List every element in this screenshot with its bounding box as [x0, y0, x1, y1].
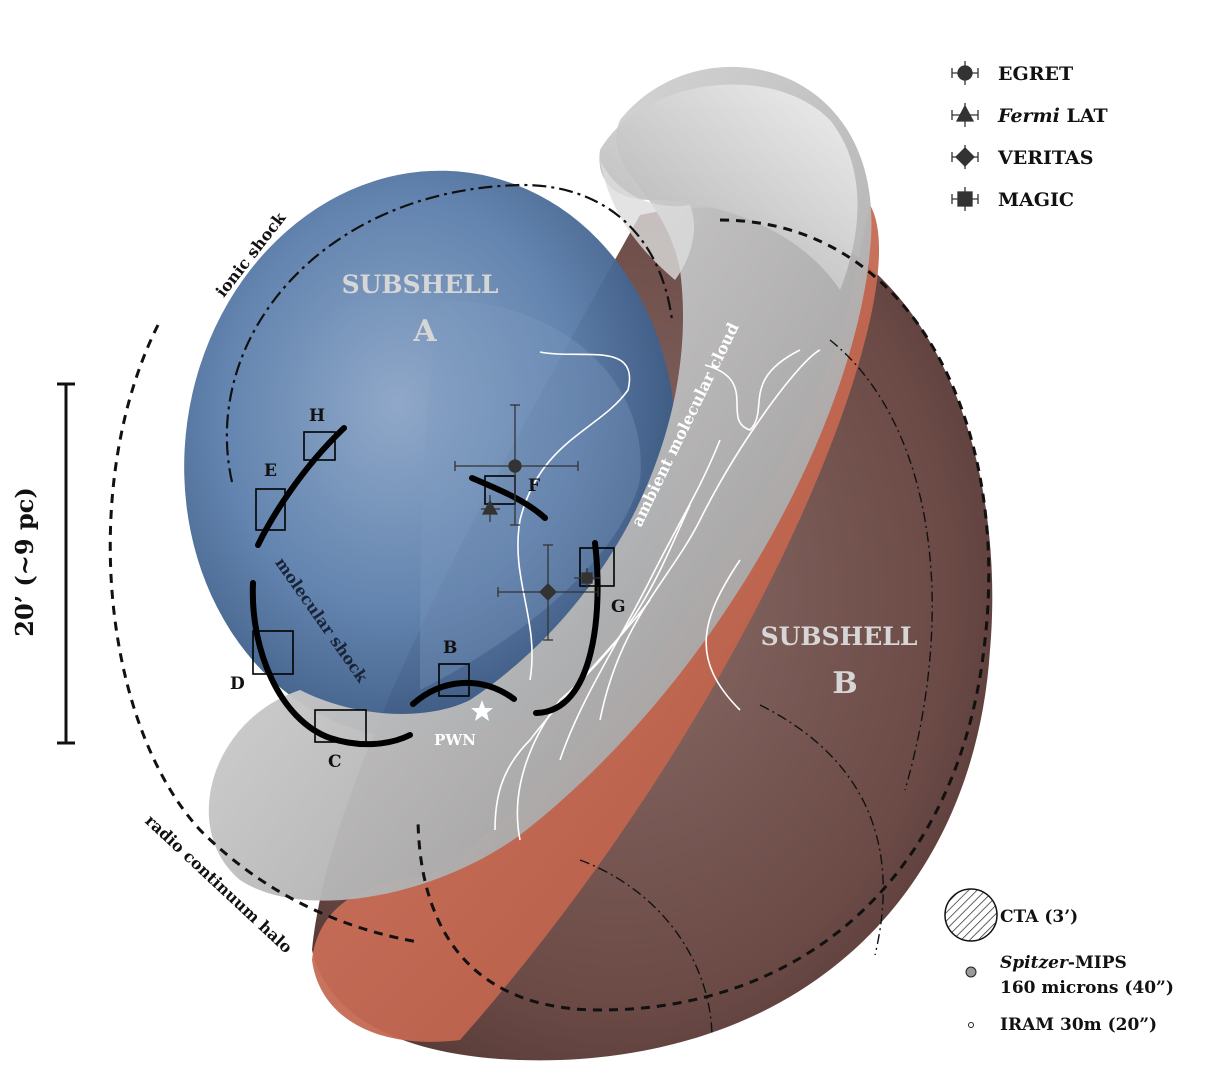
legend-label-fermi: Fermi LAT [997, 105, 1108, 127]
scale-bar-label: 20’ (~9 pc) [10, 487, 39, 636]
pwn-label: PWN [434, 731, 476, 749]
region-label-d: D [230, 674, 245, 694]
svg-text:SUBSHELL: SUBSHELL [761, 622, 918, 651]
legend-label-veritas: VERITAS [997, 147, 1093, 169]
iram-beam-icon [969, 1023, 974, 1028]
region-label-b: B [443, 638, 457, 658]
beam-legend: CTA (3’) Spitzer-MIPS 160 microns (40”) … [945, 889, 1174, 1035]
scale-bar [57, 384, 75, 743]
subshell-a-letter: A [412, 314, 437, 349]
cta-beam-icon [945, 889, 997, 941]
legend-marker-square [952, 187, 978, 211]
region-label-h: H [309, 406, 325, 426]
legend-label-magic: MAGIC [998, 189, 1074, 211]
legend-label-egret: EGRET [998, 63, 1073, 85]
spitzer-beam-icon [966, 967, 976, 977]
iram-beam-label: IRAM 30m (20”) [1000, 1015, 1157, 1035]
region-label-e: E [264, 461, 277, 481]
svg-text:A: A [412, 314, 437, 349]
spitzer-beam-label: Spitzer-MIPS [1000, 953, 1127, 973]
legend-marker-circle [952, 61, 978, 85]
legend-marker-triangle [952, 103, 978, 127]
subshell-b-letter: B [832, 666, 857, 701]
subshell-b-word: SUBSHELL [761, 622, 918, 651]
cta-beam-label: CTA (3’) [1000, 907, 1078, 927]
region-label-g: G [611, 597, 626, 617]
instrument-legend: EGRET Fermi LAT VERITAS MAGIC [952, 61, 1108, 211]
region-label-c: C [328, 752, 342, 772]
legend-marker-diamond [952, 145, 978, 169]
subshell-a-word: SUBSHELL [342, 270, 499, 299]
svg-text:SUBSHELL: SUBSHELL [342, 270, 499, 299]
svg-text:B: B [832, 666, 857, 701]
spitzer-beam-label-line2: 160 microns (40”) [1000, 978, 1174, 998]
region-label-f: F [528, 476, 540, 496]
